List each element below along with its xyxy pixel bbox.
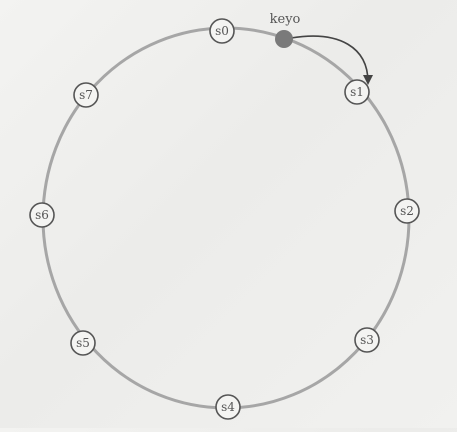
clockwise-lookup-arrow xyxy=(290,35,373,85)
server-node-s6: s6 xyxy=(29,202,55,228)
server-node-s4: s4 xyxy=(215,394,241,420)
key-point xyxy=(275,30,293,48)
key-label: keyo xyxy=(270,12,301,27)
server-label-s6: s6 xyxy=(35,208,49,222)
server-node-s0: s0 xyxy=(209,18,235,44)
server-label-s0: s0 xyxy=(215,24,229,38)
server-node-s7: s7 xyxy=(73,82,99,108)
server-node-s3: s3 xyxy=(354,327,380,353)
server-label-s4: s4 xyxy=(221,400,235,414)
server-node-s1: s1 xyxy=(344,79,370,105)
server-label-s7: s7 xyxy=(79,88,93,102)
server-label-s2: s2 xyxy=(400,204,414,218)
server-label-s1: s1 xyxy=(350,85,364,99)
server-node-s5: s5 xyxy=(70,330,96,356)
server-node-s2: s2 xyxy=(394,198,420,224)
server-label-s3: s3 xyxy=(360,333,374,347)
server-label-s5: s5 xyxy=(76,336,90,350)
